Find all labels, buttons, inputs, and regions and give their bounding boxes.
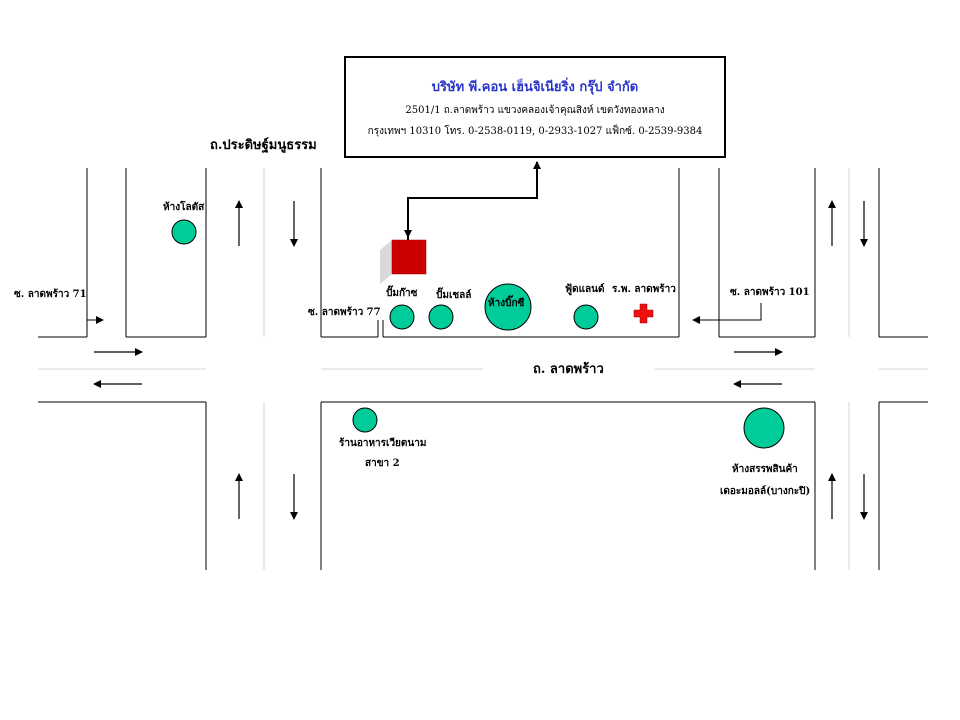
landmark-markers [171, 219, 785, 449]
company-connector [404, 161, 541, 240]
landmark-label-restaurant-1: ร้านอาหารเวียตนาม [339, 437, 426, 449]
road-label-soi77: ซ. ลาดพร้าว 77 [308, 306, 381, 318]
landmark-label-restaurant-2: สาขา 2 [365, 458, 400, 469]
company-address-line1: 2501/1 ถ.ลาดพร้าว แขวงคลองเจ้าคุณสิงห์ เ… [405, 105, 665, 116]
foodland-marker-icon [573, 304, 599, 330]
lotus-marker-icon [171, 219, 197, 245]
landmark-label-hospital: ร.พ. ลาดพร้าว [612, 283, 676, 295]
landmark-label-mall-2: เดอะมอลล์(บางกะปิ) [720, 485, 810, 497]
soi-pointers [86, 303, 762, 324]
red-cube-icon [380, 239, 427, 284]
shell-marker-icon [428, 304, 454, 330]
company-address-line2: กรุงเทพฯ 10310 โทร. 0-2538-0119, 0-2933-… [367, 126, 703, 137]
landmark-label-ptt: ปั๊มก๊าซ [386, 285, 418, 299]
restaurant-marker-icon [352, 407, 378, 433]
mall-marker-icon [743, 407, 785, 449]
landmark-label-mall-1: ห้างสรรพสินค้า [732, 463, 798, 475]
traffic-arrows [93, 200, 868, 520]
landmark-label-foodland: ฟู้ดแลนด์ [565, 283, 604, 296]
landmark-label-lotus: ห้างโลตัส [163, 200, 205, 213]
road-label-soi101: ซ. ลาดพร้าว 101 [730, 286, 810, 298]
company-info-box: บริษัท พี.คอน เฮ็นจิเนียริ่ง กรุ๊ป จำกัด… [344, 56, 726, 158]
ptt-marker-icon [389, 304, 415, 330]
red-cross-icon [633, 303, 654, 324]
landmark-label-bigc: ห้างบิ๊กซี [488, 295, 524, 309]
road-edges [38, 168, 928, 570]
soi101-pointer-icon [692, 303, 762, 324]
road-label-ladprao: ถ. ลาดพร้าว [533, 361, 604, 377]
road-label-pradit: ถ.ประดิษฐ์มนูธรรม [210, 137, 317, 154]
road-label-soi71: ซ. ลาดพร้าว 71 [14, 288, 87, 300]
road-center-lines [38, 168, 928, 570]
landmark-label-shell: ปั๊มเชลล์ [436, 287, 471, 301]
soi71-pointer-icon [86, 303, 104, 324]
bigc-marker-icon [484, 283, 532, 331]
company-name: บริษัท พี.คอน เฮ็นจิเนียริ่ง กรุ๊ป จำกัด [431, 80, 639, 95]
